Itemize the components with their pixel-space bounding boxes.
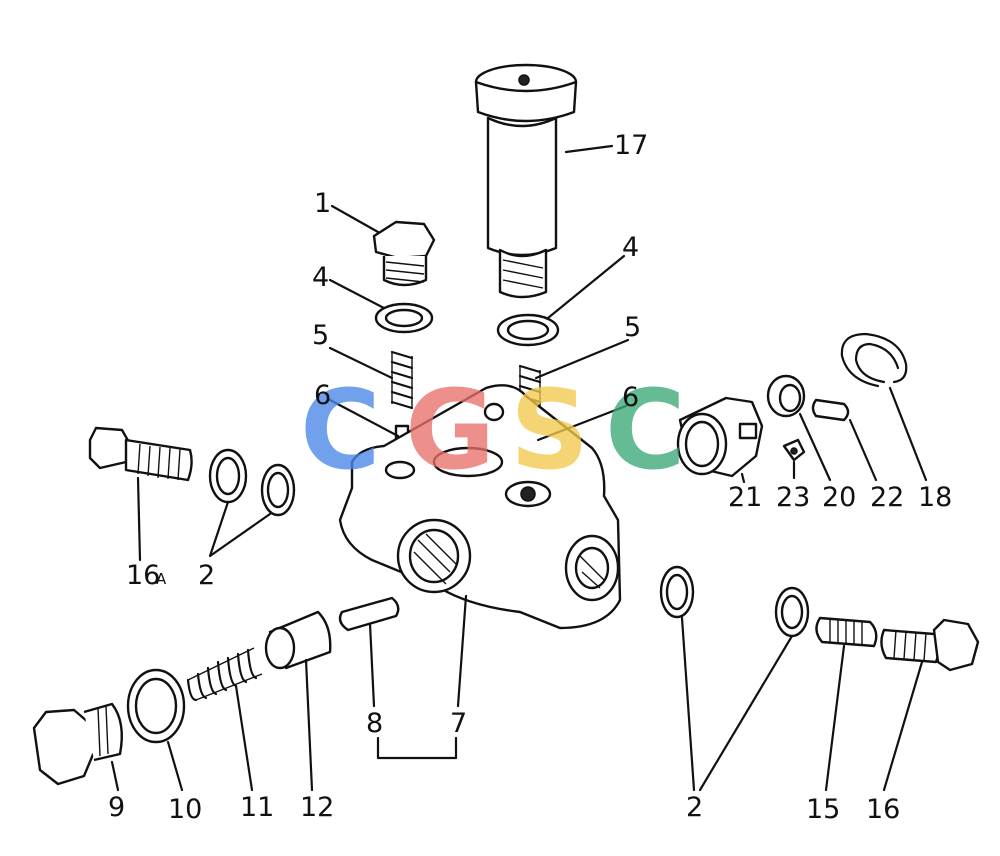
label-18: 18 bbox=[918, 482, 952, 513]
label-4-left: 4 bbox=[312, 262, 329, 293]
watermark-logo: C G S C bbox=[300, 366, 686, 494]
label-5-right: 5 bbox=[624, 312, 641, 343]
part-23-ball bbox=[782, 438, 806, 462]
label-15: 15 bbox=[806, 794, 840, 825]
part-17-priming-pump bbox=[474, 63, 578, 299]
leader-lines bbox=[110, 144, 928, 792]
label-8: 8 bbox=[366, 708, 383, 739]
part-16a-banjo-bolt bbox=[88, 426, 193, 482]
watermark-letter-c1: C bbox=[300, 366, 381, 494]
part-16-banjo-bolt bbox=[880, 618, 980, 672]
watermark-letter-c2: C bbox=[605, 366, 686, 494]
part-2-washer-lower-right bbox=[774, 586, 810, 638]
part-labels: 17 1 4 4 5 5 6 6 16 A 2 21 23 20 22 18 8… bbox=[108, 130, 952, 825]
part-2-washer-upper-right bbox=[260, 463, 296, 517]
label-6-left: 6 bbox=[314, 380, 331, 411]
part-11-spring bbox=[186, 647, 263, 702]
part-10-gasket bbox=[126, 668, 186, 744]
label-1: 1 bbox=[314, 188, 331, 219]
label-2-upper: 2 bbox=[198, 560, 215, 591]
part-2-washer-upper-left bbox=[208, 448, 248, 504]
part-12-cup bbox=[264, 610, 332, 670]
label-17: 17 bbox=[614, 130, 648, 161]
label-23: 23 bbox=[776, 482, 810, 513]
part-7-pump-body bbox=[338, 384, 622, 630]
part-18-snap-ring bbox=[840, 332, 908, 388]
part-8-pin bbox=[338, 596, 400, 632]
label-5-left: 5 bbox=[312, 320, 329, 351]
part-20-ring bbox=[766, 374, 806, 418]
label-22: 22 bbox=[870, 482, 904, 513]
part-2-washer-lower-left bbox=[659, 565, 695, 619]
label-12: 12 bbox=[300, 792, 334, 823]
watermark-letter-g: G bbox=[405, 366, 495, 494]
label-20: 20 bbox=[822, 482, 856, 513]
part-4-gasket-right bbox=[496, 313, 560, 347]
part-4-gasket-left bbox=[374, 302, 434, 334]
part-15-strainer bbox=[815, 616, 878, 648]
label-2-lower: 2 bbox=[686, 792, 703, 823]
part-21-union-nut bbox=[676, 396, 764, 478]
label-9: 9 bbox=[108, 792, 125, 823]
label-7: 7 bbox=[450, 708, 467, 739]
label-4-right: 4 bbox=[622, 232, 639, 263]
label-11: 11 bbox=[240, 792, 274, 823]
label-16: 16 bbox=[866, 794, 900, 825]
part-9-hex-plug bbox=[32, 702, 123, 786]
label-10: 10 bbox=[168, 794, 202, 825]
watermark-letter-s: S bbox=[510, 366, 589, 494]
label-16a-number: 16 bbox=[126, 560, 160, 591]
label-6-right: 6 bbox=[622, 382, 639, 413]
label-21: 21 bbox=[728, 482, 762, 513]
part-22-pin bbox=[811, 398, 850, 422]
part-1-plug bbox=[372, 220, 436, 287]
label-16a-suffix: A bbox=[156, 570, 167, 588]
